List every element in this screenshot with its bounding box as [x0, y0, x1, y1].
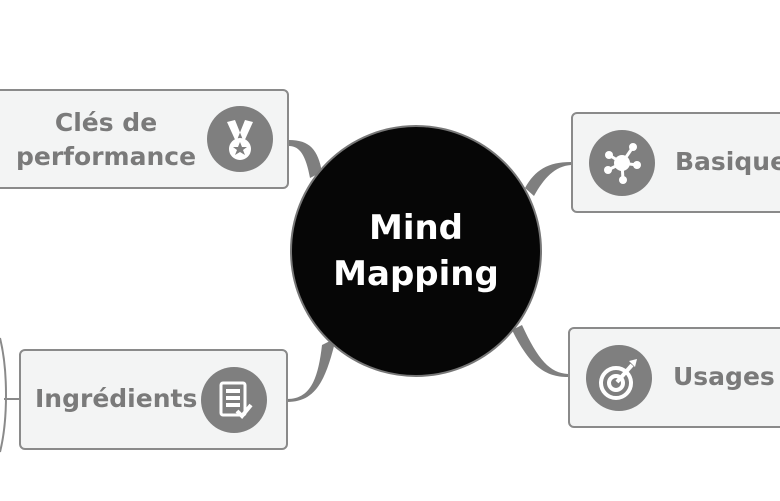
topic-ingredients[interactable]: Ingrédients — [19, 349, 288, 450]
connector-ingredients — [287, 338, 336, 402]
medal-icon — [207, 106, 273, 172]
topic-label: Ingrédients — [35, 384, 198, 413]
topic-label: Usages — [673, 362, 775, 391]
connector-basiques — [525, 162, 571, 196]
topic-label: Basiques — [675, 147, 780, 176]
central-topic[interactable]: Mind Mapping — [290, 125, 542, 377]
topic-label-line1: Clés de — [54, 108, 158, 137]
network-hub-icon — [589, 130, 655, 196]
topic-cles-de-performance[interactable]: Clés de performance — [0, 89, 289, 189]
connector-cles — [289, 140, 322, 178]
target-arrow-icon — [586, 345, 652, 411]
connector-usages — [512, 325, 568, 377]
central-topic-line2: Mapping — [333, 254, 499, 294]
central-topic-line1: Mind — [368, 208, 464, 248]
topic-usages[interactable]: Usages — [568, 327, 780, 428]
checklist-icon — [201, 367, 267, 433]
topic-label-line2: performance — [15, 142, 197, 171]
connector-left-branch — [0, 337, 7, 453]
topic-basiques[interactable]: Basiques — [571, 112, 780, 213]
